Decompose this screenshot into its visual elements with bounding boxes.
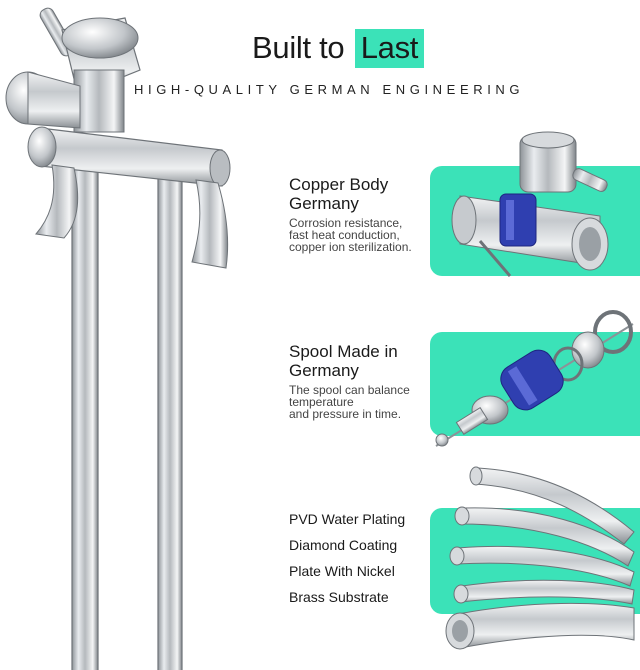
page-title: Built to Last	[252, 29, 425, 68]
feature-spool-desc-line: temperature	[289, 395, 354, 409]
coating-layers-illustration	[445, 466, 635, 650]
spool-exploded-illustration	[435, 310, 634, 447]
copper-valve-cutaway-illustration	[451, 131, 609, 277]
feature-spool-desc-line: and pressure in time.	[289, 407, 402, 421]
layer-label-pvd: PVD Water Plating	[289, 511, 406, 527]
layer-label-diamond: Diamond Coating	[289, 537, 398, 553]
layer-label-brass: Brass Substrate	[289, 589, 389, 605]
feature-copper-desc-line: Corrosion resistance,	[289, 216, 403, 230]
feature-spool-desc: The spool can balance temperature and pr…	[289, 384, 410, 420]
title-text: Built to	[252, 30, 345, 65]
feature-copper-desc-line: copper ion sterilization.	[289, 240, 412, 254]
page-subtitle: HIGH-QUALITY GERMAN ENGINEERING	[134, 82, 525, 97]
layer-label-nickel: Plate With Nickel	[289, 563, 395, 579]
feature-copper-desc-line: fast heat conduction,	[289, 228, 400, 242]
feature-spool-title-line2: Germany	[289, 361, 359, 380]
feature-spool-desc-line: The spool can balance	[289, 383, 410, 397]
title-highlight: Last	[354, 29, 425, 68]
feature-copper-desc: Corrosion resistance, fast heat conducti…	[289, 217, 412, 253]
feature-copper-title-line1: Copper Body	[289, 175, 389, 194]
feature-spool-title: Spool Made in Germany	[289, 342, 398, 380]
feature-copper-title-line2: Germany	[289, 194, 359, 213]
feature-copper-title: Copper Body Germany	[289, 175, 388, 213]
feature-spool-title-line1: Spool Made in	[289, 342, 398, 361]
